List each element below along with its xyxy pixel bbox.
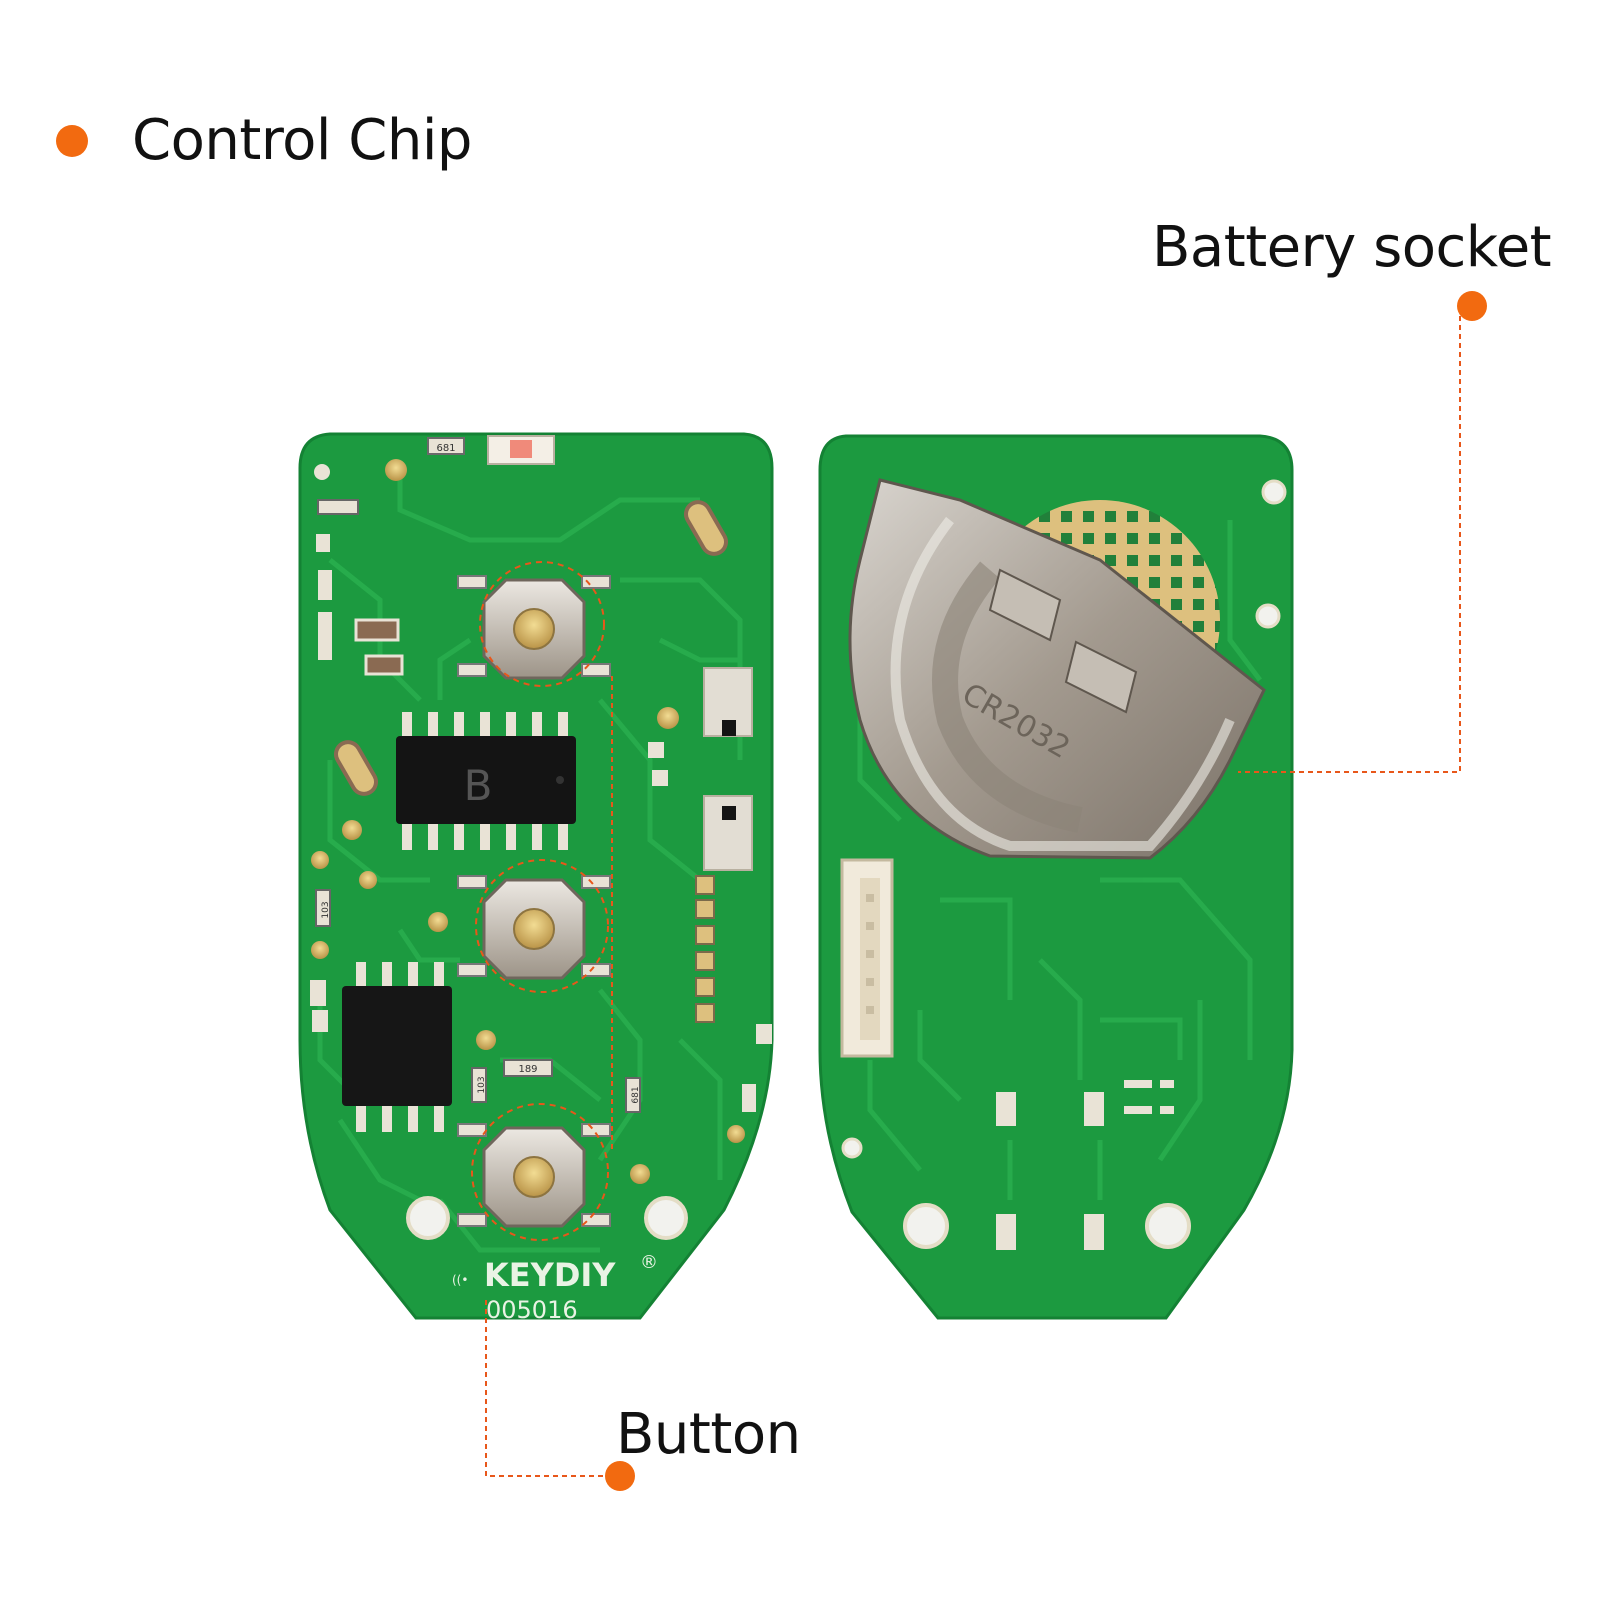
battery-socket-label: Battery socket (1152, 215, 1552, 280)
button-label: Button (616, 1402, 801, 1467)
headline-bullet (56, 124, 88, 157)
svg-text:((•: ((• (452, 1273, 468, 1287)
resistor-code-3: 189 (518, 1064, 537, 1075)
svg-text:®: ® (640, 1252, 658, 1273)
tactile-button-bottom (457, 1103, 611, 1241)
callout-leaders (485, 291, 1487, 1491)
pin-connector (840, 858, 894, 1058)
model-number: 005016 (486, 1296, 578, 1324)
resistor-code-4: 103 (477, 1076, 487, 1093)
battery-socket: CR2032 (848, 478, 1266, 860)
headline: Control Chip (56, 108, 472, 173)
battery-socket-bullet (1457, 291, 1487, 321)
eeprom-chip (342, 962, 452, 1132)
headline-label: Control Chip (132, 108, 472, 173)
pcb-back: CR2032 (818, 434, 1294, 1320)
resistor-code-2: 103 (321, 901, 331, 918)
resistor-code-5: 681 (631, 1086, 641, 1103)
tactile-button-middle (457, 859, 611, 993)
control-chip: B (396, 712, 576, 850)
brand-logo: KEYDIY (484, 1256, 616, 1294)
chip-mark: B (464, 761, 493, 810)
button-bullet (605, 1461, 635, 1491)
resistor-code-1: 681 (436, 443, 455, 454)
tactile-button-top (457, 561, 611, 687)
pcb-front: 681 (298, 432, 774, 1324)
